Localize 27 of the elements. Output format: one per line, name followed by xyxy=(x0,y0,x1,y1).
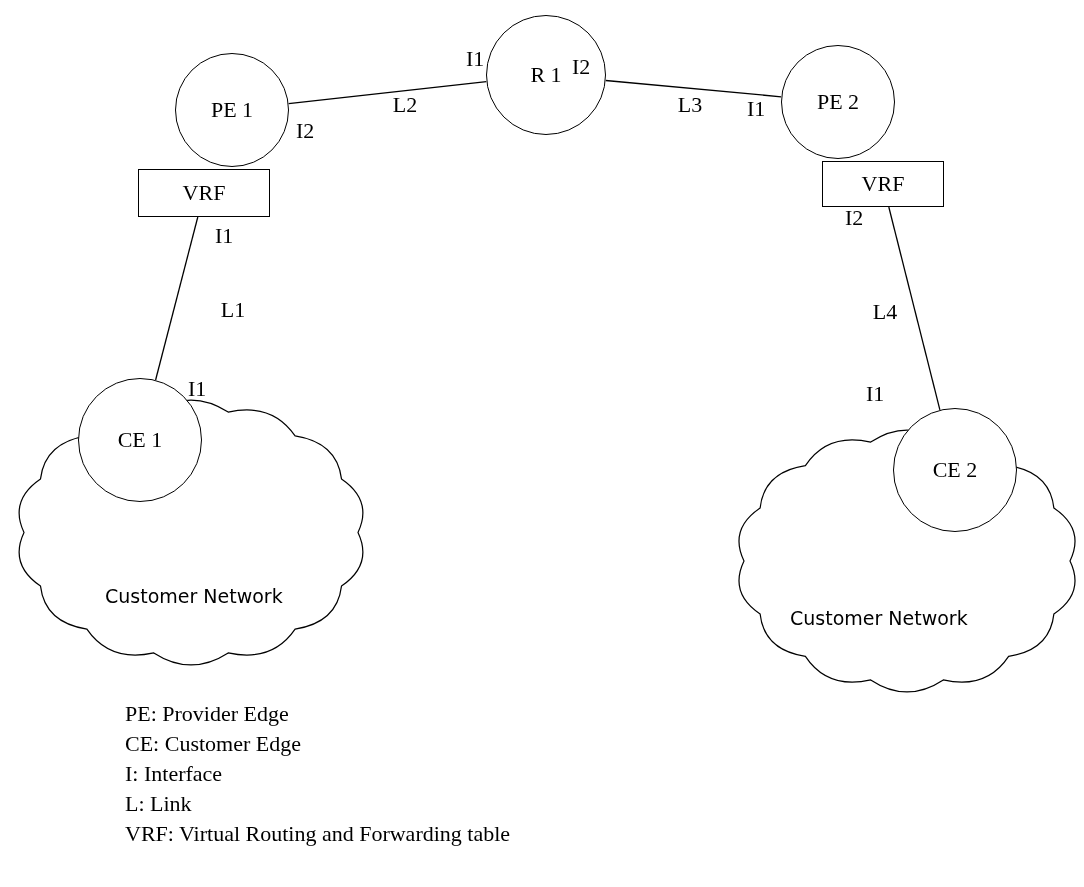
link-line xyxy=(605,79,782,98)
link-label: L2 xyxy=(392,94,418,116)
link-label: L4 xyxy=(872,301,898,323)
router-circle: PE 1 xyxy=(175,53,289,167)
link-label: L3 xyxy=(677,94,703,116)
interface-label: I1 xyxy=(215,225,234,247)
interface-label: I2 xyxy=(845,207,864,229)
interface-label: I2 xyxy=(572,56,591,78)
link-line xyxy=(888,206,941,411)
legend-text: CE: Customer Edge xyxy=(125,733,301,755)
link-line xyxy=(287,80,488,105)
link-line xyxy=(154,216,199,381)
network-label: Customer Network xyxy=(790,607,968,629)
legend-text: PE: Provider Edge xyxy=(125,703,289,725)
interface-label: I1 xyxy=(866,383,885,405)
interface-label: I1 xyxy=(466,48,485,70)
interface-label: I1 xyxy=(747,98,766,120)
network-label: Customer Network xyxy=(105,585,283,607)
vrf-table-box: VRF xyxy=(822,161,944,207)
legend-text: L: Link xyxy=(125,793,192,815)
interface-label: I1 xyxy=(188,378,207,400)
legend-text: I: Interface xyxy=(125,763,223,785)
vrf-table-box: VRF xyxy=(138,169,270,217)
router-circle: PE 2 xyxy=(781,45,895,159)
legend-text: VRF: Virtual Routing and Forwarding table xyxy=(125,823,511,845)
link-label: L1 xyxy=(220,299,246,321)
interface-label: I2 xyxy=(296,120,315,142)
